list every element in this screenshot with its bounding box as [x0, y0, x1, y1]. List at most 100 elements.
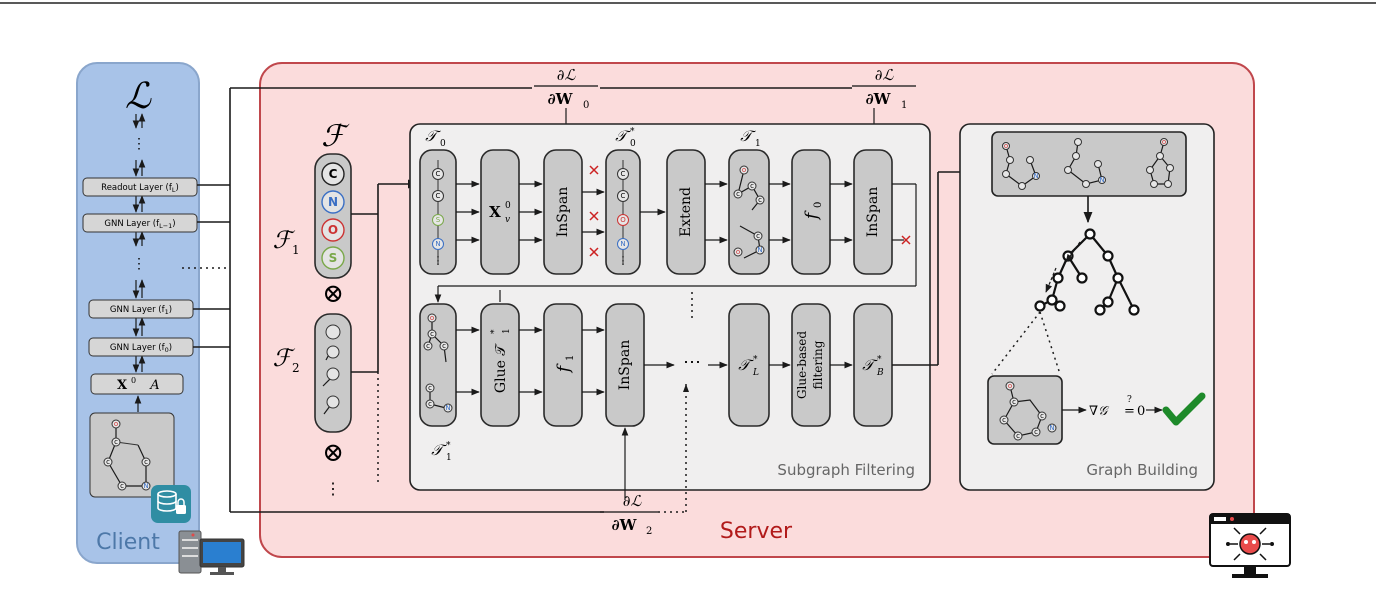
svg-text:2: 2	[646, 526, 652, 537]
svg-text:GNN Layer (f0): GNN Layer (f0)	[110, 343, 172, 354]
svg-text:o: o	[430, 314, 434, 322]
svg-text:=: =	[1124, 404, 1135, 419]
row1-arrows	[434, 180, 917, 318]
database-lock-icon	[151, 485, 191, 523]
svg-text:0: 0	[583, 100, 589, 111]
svg-text:1: 1	[292, 243, 300, 257]
t0-chain-box: C C S N ⋮	[419, 149, 457, 275]
svg-text:C: C	[436, 170, 441, 178]
svg-text:Readout Layer (fL): Readout Layer (fL)	[101, 183, 179, 194]
svg-text:1: 1	[565, 355, 576, 361]
server-label: Server	[720, 519, 793, 544]
tensor-product-symbol-2: ⊗	[322, 438, 344, 468]
svg-text:B: B	[876, 368, 884, 378]
svg-text:∇𝒢: ∇𝒢	[1089, 404, 1110, 419]
svg-text:C: C	[621, 170, 626, 178]
svg-text:∂W: ∂W	[612, 516, 638, 534]
client-molecule: o c c c N c	[89, 412, 175, 498]
svg-text:c: c	[428, 384, 432, 392]
svg-text:Extend: Extend	[678, 187, 694, 237]
fragment-more-dots: ⋮	[325, 479, 341, 498]
svg-text:⋯: ⋯	[683, 352, 701, 373]
client-layer-gnn-l-minus-1: GNN Layer (fL−1)	[82, 213, 198, 233]
svg-text:InSpan: InSpan	[555, 187, 571, 237]
svg-text:c: c	[426, 342, 430, 350]
svg-text:c: c	[144, 458, 148, 466]
fragment-set-f2-label: ℱ 2	[273, 344, 300, 375]
svg-text:∂W: ∂W	[548, 90, 574, 108]
svg-text:C: C	[436, 192, 441, 200]
svg-text:A: A	[149, 378, 159, 393]
svg-text:0: 0	[813, 202, 824, 208]
svg-text:GNN Layer (f1): GNN Layer (f1)	[110, 305, 172, 316]
svg-text:o: o	[1008, 382, 1012, 390]
svg-text:o: o	[1162, 138, 1166, 146]
svg-text:L: L	[752, 368, 759, 378]
svg-text:*: *	[877, 355, 882, 365]
svg-text:ℱ: ℱ	[273, 226, 296, 254]
svg-text:1: 1	[901, 100, 907, 111]
svg-text:0: 0	[505, 201, 511, 211]
svg-text:0: 0	[630, 139, 636, 149]
xv-embedding-box: X 0 v	[480, 149, 520, 275]
svg-text:f: f	[554, 363, 574, 374]
svg-text:Glue 𝒯: Glue 𝒯	[493, 343, 509, 393]
svg-text:X: X	[489, 203, 501, 221]
zoom-lines	[991, 311, 1061, 375]
svg-text:∂ℒ: ∂ℒ	[557, 66, 577, 84]
client-server-wires	[182, 87, 852, 513]
svg-text:N: N	[757, 246, 762, 254]
svg-text:⋮: ⋮	[433, 254, 444, 267]
svg-text:N: N	[620, 240, 625, 248]
svg-text:o: o	[114, 420, 118, 428]
svg-text:c: c	[736, 190, 740, 198]
tB-star-box: 𝒯 B *	[853, 303, 893, 427]
svg-text:o: o	[736, 248, 740, 256]
svg-text:c: c	[1016, 432, 1020, 440]
gradient-w2: ∂ℒ ∂W 2	[600, 492, 658, 537]
search-tree	[1034, 228, 1140, 316]
svg-text:N: N	[1049, 424, 1054, 432]
svg-text:∂ℒ: ∂ℒ	[875, 66, 895, 84]
svg-text:InSpan: InSpan	[617, 340, 633, 390]
svg-text:2: 2	[292, 361, 300, 375]
svg-text:C: C	[329, 167, 338, 181]
malicious-server-icon	[1209, 513, 1291, 578]
svg-text:N: N	[1033, 172, 1038, 180]
f0-box: f 0	[791, 149, 831, 275]
svg-text:c: c	[1002, 416, 1006, 424]
gradient-w0: ∂ℒ ∂W 0	[534, 66, 598, 149]
client-label: Client	[96, 530, 160, 555]
svg-text:0: 0	[1137, 404, 1145, 419]
svg-text:f: f	[802, 210, 822, 221]
inspan-box-1: InSpan	[543, 149, 583, 275]
svg-text:N: N	[435, 240, 440, 248]
fragment-set-f2	[314, 313, 352, 433]
computer-server-icon	[178, 530, 245, 575]
svg-text:c: c	[106, 458, 110, 466]
svg-text:o: o	[742, 166, 746, 174]
svg-text:⋮: ⋮	[132, 136, 146, 152]
svg-text:N: N	[328, 195, 338, 209]
svg-text:c: c	[1012, 398, 1016, 406]
t1-molecule-box: o c c c c N o	[728, 149, 770, 275]
svg-text:c: c	[750, 182, 754, 190]
client-layer-readout: Readout Layer (fL)	[82, 177, 198, 197]
fragment-set-f1-label: ℱ 1	[273, 226, 300, 257]
svg-text:o: o	[1004, 142, 1008, 150]
svg-text:GNN Layer (fL−1): GNN Layer (fL−1)	[104, 219, 175, 230]
client-input-box: X 0 A	[90, 373, 184, 395]
svg-text:*: *	[490, 329, 500, 334]
t0-star-chain-box: C C O N ⋮	[605, 149, 641, 275]
svg-text:c: c	[758, 196, 762, 204]
svg-text:⋮: ⋮	[618, 254, 629, 267]
client-loss-symbol: ℒ	[125, 76, 152, 117]
search-path-arrows	[1045, 241, 1081, 293]
svg-text:X: X	[117, 378, 128, 393]
svg-text:0: 0	[440, 139, 446, 149]
svg-text:c: c	[430, 330, 434, 338]
svg-text:∂W: ∂W	[866, 90, 892, 108]
svg-text:filtering: filtering	[811, 340, 825, 389]
gradient-w1: ∂ℒ ∂W 1	[852, 66, 916, 149]
